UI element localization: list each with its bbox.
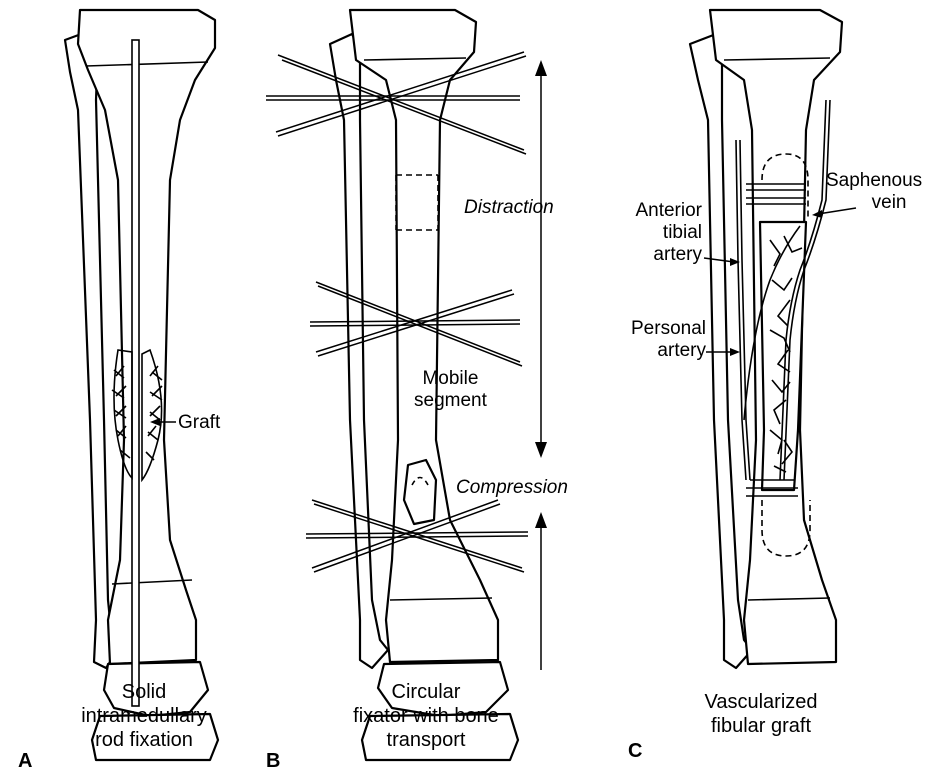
anterior-tibial-artery-label-line-3: artery [622,244,702,266]
panel-c-caption: Vascularized fibular graft [676,690,846,738]
panel-a-caption-line-1: Solid [54,680,234,704]
panel-c-letter: C [628,740,642,763]
anterior-tibial-artery-label-line-1: Anterior [622,200,702,222]
panel-a-caption: Solid intramedullary rod fixation [54,680,234,752]
mobile-segment-label: Mobile segment [414,368,487,412]
anterior-tibial-artery-label-line-2: tibial [622,222,702,244]
panel-a-illustration [65,10,218,760]
panel-c-caption-line-1: Vascularized [676,690,846,714]
anterior-tibial-artery-label: Anterior tibial artery [622,200,702,266]
distraction-label: Distraction [464,197,554,219]
panel-b-illustration [266,10,547,760]
distraction-arrow [535,60,547,458]
panel-b-tibia [350,10,498,662]
panel-a-caption-line-2: intramedullary [54,704,234,728]
panel-b-caption-line-3: transport [326,728,526,752]
personal-artery-label: Personal artery [606,318,706,362]
panel-c-illustration [690,10,856,668]
panel-b-caption-line-2: fixator with bone [326,704,526,728]
panel-c-caption-line-2: fibular graft [676,714,846,738]
saphenous-vein-label-line-2: vein [826,192,922,214]
mobile-segment-label-line-1: Mobile [414,368,487,390]
panel-b-caption-line-1: Circular [326,680,526,704]
panel-b-letter: B [266,750,280,773]
personal-artery-label-line-1: Personal [606,318,706,340]
compression-arrow [535,512,547,670]
panel-b-caption: Circular fixator with bone transport [326,680,526,752]
saphenous-vein-label-line-1: Saphenous [826,170,922,192]
personal-artery-label-line-2: artery [606,340,706,362]
intramedullary-rod [132,40,139,706]
saphenous-vein-label: Saphenous vein [826,170,922,214]
panel-a-caption-line-3: rod fixation [54,728,234,752]
compression-label: Compression [456,477,568,499]
panel-a-letter: A [18,750,32,773]
panel-b-fibula [330,34,388,668]
graft-label: Graft [178,412,220,434]
mobile-segment-label-line-2: segment [414,390,487,412]
